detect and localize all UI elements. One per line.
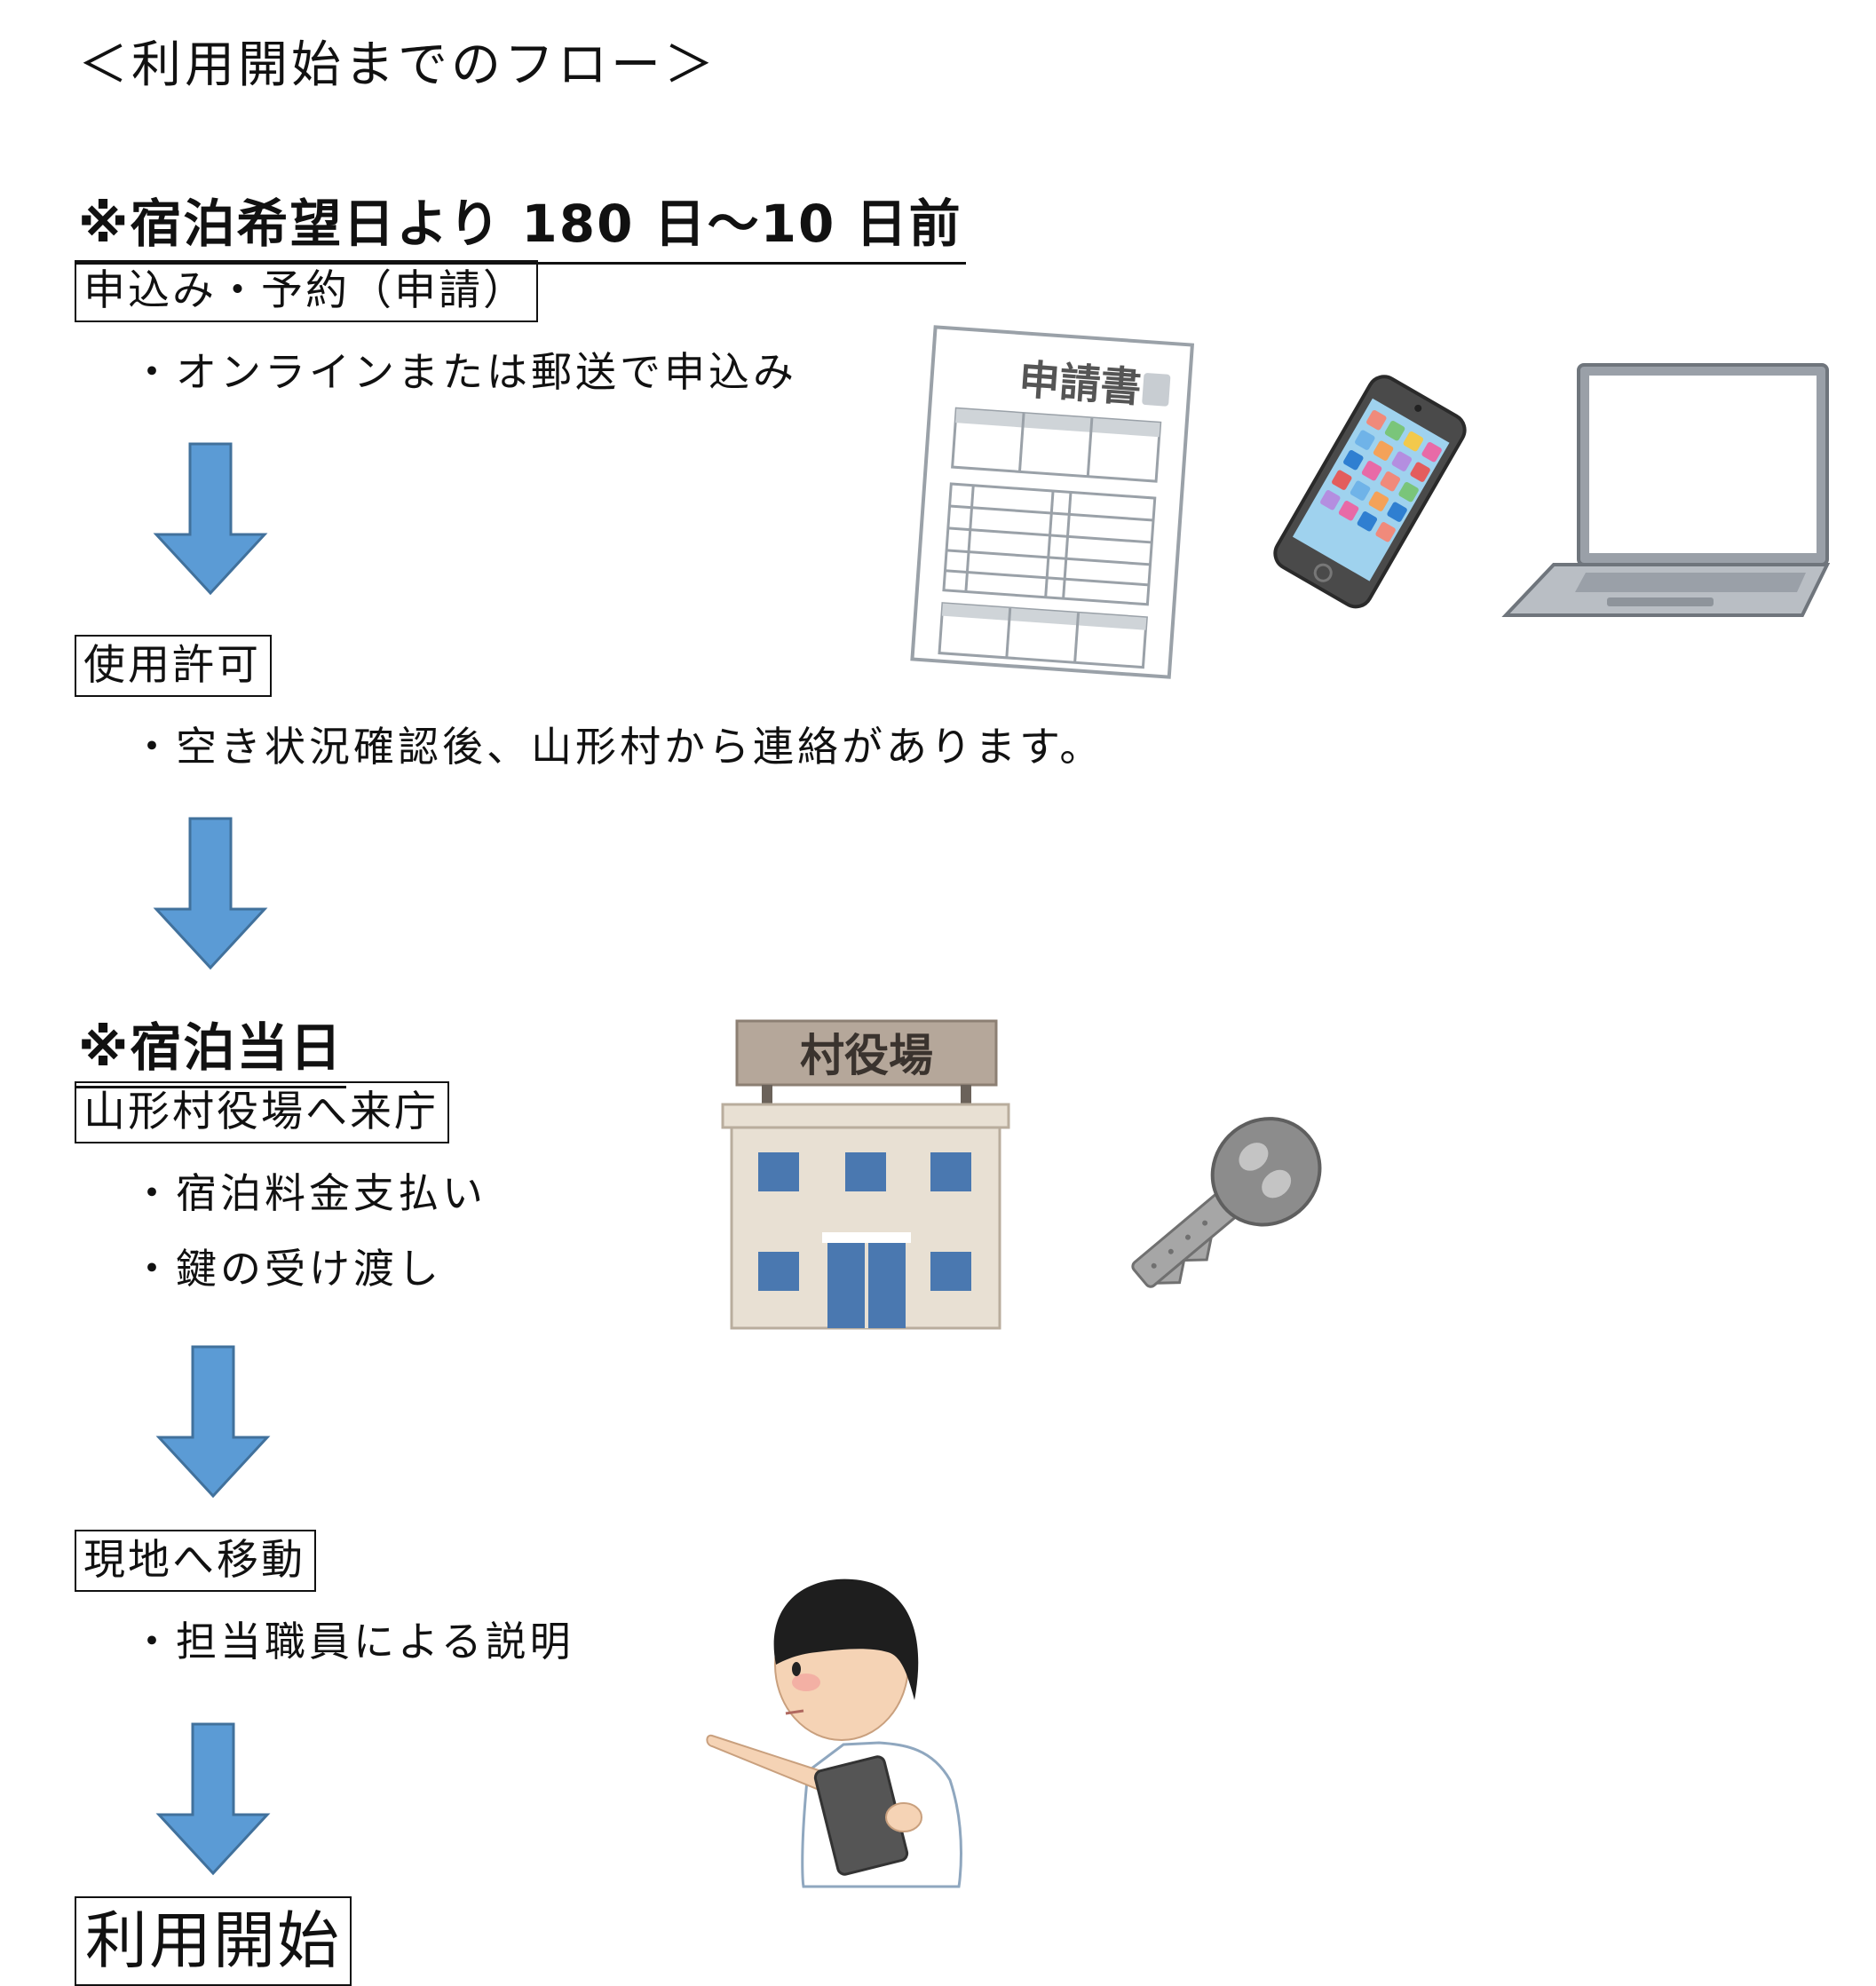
step-box-move-to-site: 現地へ移動 <box>75 1530 316 1593</box>
step-box-start-use: 利用開始 <box>75 1896 352 1986</box>
step-bullet-payment: ・宿泊料金支払い <box>131 1169 487 1217</box>
step-bullet-permission: ・空き状況確認後、山形村から連絡があります。 <box>131 723 1104 771</box>
down-arrow-icon <box>153 817 268 970</box>
svg-text:村役場: 村役場 <box>800 1030 933 1081</box>
step-box-permission: 使用許可 <box>75 635 272 698</box>
staff-person-icon <box>706 1579 962 1888</box>
step-bullet-staff-explanation: ・担当職員による説明 <box>131 1618 574 1666</box>
section-heading-advance: ※宿泊希望日より 180 日～10 日前 <box>75 182 966 265</box>
step-box-application: 申込み・予約（申請） <box>75 260 538 323</box>
step-box-visit-town-hall: 山形村役場へ来庁 <box>75 1081 449 1144</box>
page-title: ＜利用開始までのフロー＞ <box>78 36 717 94</box>
application-form-icon: 申請書 <box>910 325 1195 679</box>
down-arrow-icon <box>155 1722 271 1876</box>
step-bullet-key-handover: ・鍵の受け渡し <box>131 1245 442 1293</box>
town-hall-icon: 村役場 <box>721 1019 1010 1330</box>
smartphone-icon <box>1273 375 1467 609</box>
key-icon <box>1131 1117 1322 1288</box>
down-arrow-icon <box>153 442 268 596</box>
laptop-icon <box>1501 363 1831 617</box>
svg-text:申請書: 申請書 <box>1017 355 1143 411</box>
down-arrow-icon <box>155 1345 271 1499</box>
section-heading-same-day: ※宿泊当日 <box>75 1006 347 1088</box>
step-bullet-application: ・オンラインまたは郵送で申込み <box>131 348 797 396</box>
